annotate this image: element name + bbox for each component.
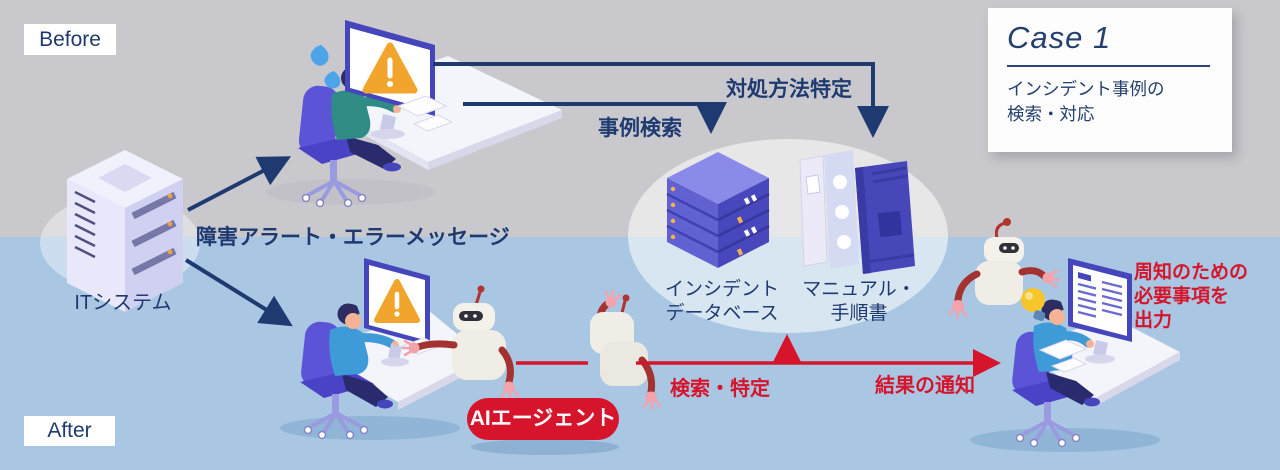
keyboard: [396, 95, 448, 117]
worker-legs: [346, 136, 396, 169]
ai-robot-icon: [401, 285, 520, 401]
lightbulb-icon: [1021, 288, 1046, 321]
solution-identify-label: 対処方法特定: [726, 78, 852, 101]
incident-database-icon: [666, 152, 770, 268]
worker-legs: [342, 374, 388, 407]
ai-robot-icon: [947, 218, 1061, 320]
flow-arrows-navy: [184, 62, 889, 327]
ai-agent-badge: AIエージェント: [467, 398, 619, 440]
case-divider: [1007, 65, 1210, 67]
office-chair: [298, 85, 340, 157]
after-left-worker-scene: [300, 258, 485, 440]
monitor-document-icon: [1068, 258, 1132, 364]
result-notify-label: 結果の通知: [875, 375, 975, 397]
sweat-drops-icon: [310, 45, 341, 89]
worker-legs: [1046, 372, 1094, 405]
arrow-alert-down: [184, 258, 293, 327]
arrow-alert-up: [187, 156, 292, 212]
after-label: After: [24, 416, 115, 446]
monitor-warning-icon: [345, 20, 435, 139]
before-label: Before: [24, 24, 116, 55]
case-description: インシデント事例の 検索・対応: [1007, 79, 1165, 125]
keyboard: [1038, 339, 1088, 360]
arrow-solution-identify: [433, 62, 889, 138]
search-identify-label: 検索・特定: [670, 378, 770, 400]
case-search-label: 事例検索: [598, 117, 682, 140]
it-system-label: ITシステム: [74, 292, 172, 314]
output-note: 周知のための 必要事項を 出力: [1134, 262, 1249, 331]
ai-robot-icon: [590, 289, 662, 411]
before-worker-scene: [298, 20, 562, 208]
flow-arrows-red: [516, 334, 1001, 377]
manual-books-icon: [799, 150, 915, 274]
it-server-tower-icon: [67, 150, 183, 312]
after-right-worker-scene: [1012, 258, 1180, 448]
case-title: Case 1: [1007, 20, 1112, 55]
manual-label: マニュアル・ 手順書: [802, 279, 916, 324]
arrow-case-search: [463, 102, 727, 134]
case-card: Case 1 インシデント事例の 検索・対応: [988, 8, 1232, 152]
alert-label: 障害アラート・エラーメッセージ: [196, 226, 510, 249]
monitor-warning-icon: [364, 258, 430, 367]
ai-pill-shadow: [471, 439, 619, 455]
incident-db-label: インシデント データベース: [664, 279, 779, 324]
